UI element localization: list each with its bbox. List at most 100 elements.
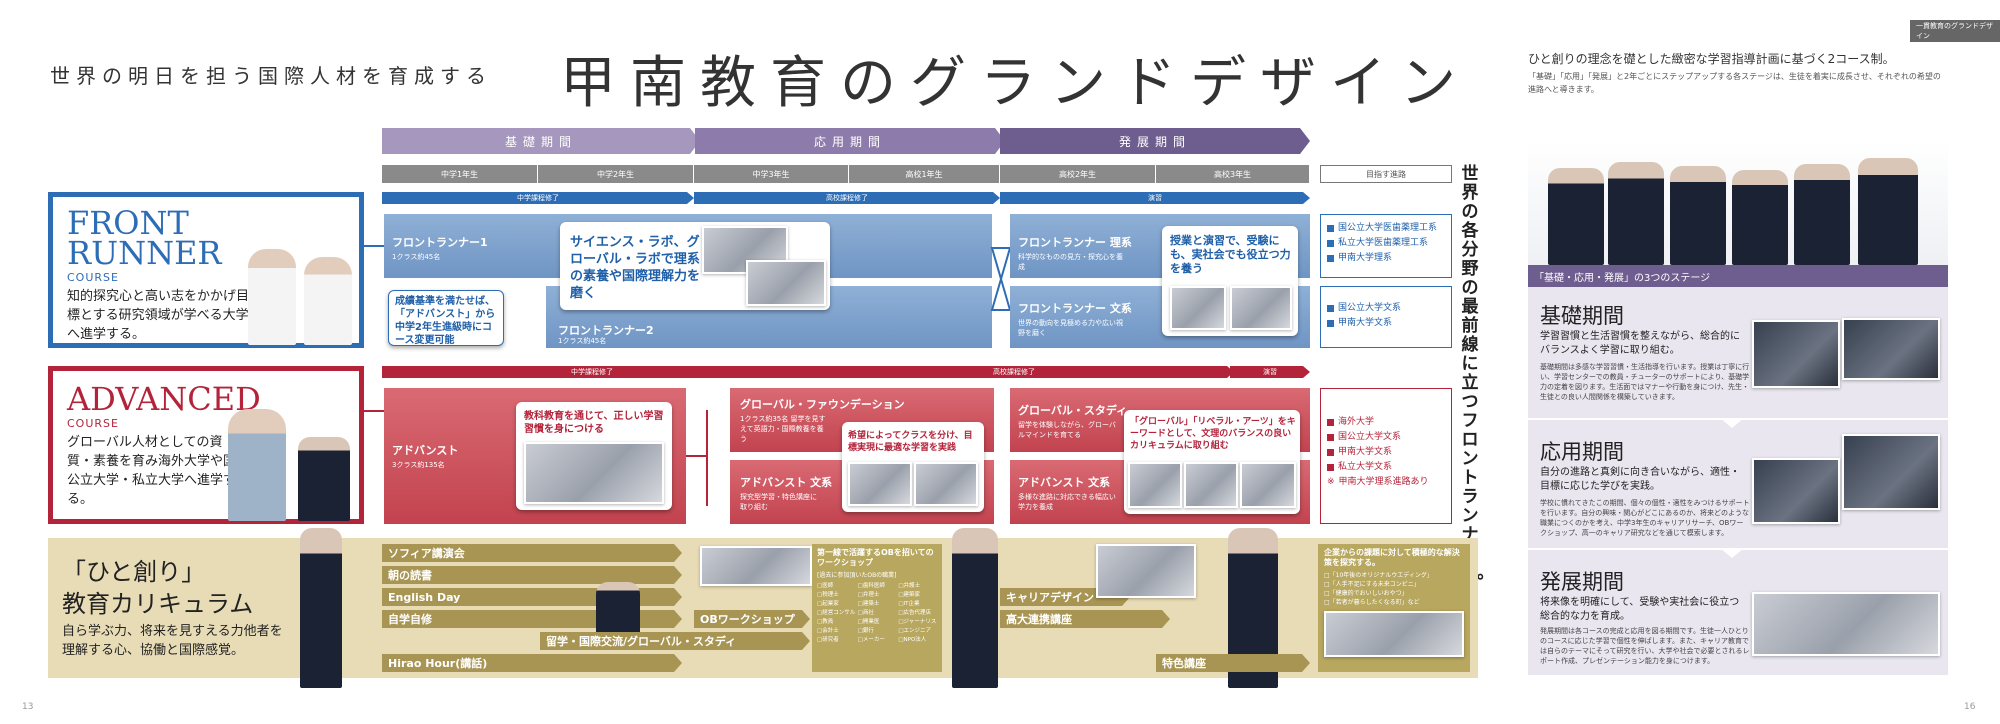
checkbox-square-icon: □ — [1324, 590, 1330, 597]
culture-photo — [1240, 462, 1296, 508]
class-photo — [1170, 286, 1226, 330]
ob-job-item: □医師 — [817, 582, 856, 590]
lab-photo — [746, 260, 826, 306]
lane-title: グローバル・スタディ — [1018, 404, 1128, 417]
class-photo — [848, 462, 912, 506]
curriculum-bar-hirao-hour: Hirao Hour(講話) — [382, 654, 682, 672]
checkbox-square-icon: □ — [817, 583, 823, 589]
goals-humanities: 国公立大学文系 甲南大学文系 — [1320, 286, 1452, 348]
advanced-bar-junior: 中学課程修了 — [382, 366, 802, 378]
advanced-bar-practice: 演習 — [1230, 366, 1310, 378]
checkbox-square-icon: □ — [857, 601, 863, 607]
ob-job-text: 開業医 — [862, 619, 880, 625]
goal-text: 国公立大学文系 — [1338, 303, 1402, 313]
checkbox-square-icon: □ — [898, 601, 904, 607]
intro-body: 「基礎」「応用」「発展」と2年ごとにステップアップする各ステージは、生徒を着実に… — [1528, 72, 1941, 94]
curriculum-intro: 「ひと創り」 教育カリキュラム 自ら学ぶ力、将来を見すえる力他者を理解する心、協… — [48, 538, 378, 678]
ob-job-text: IT企業 — [903, 601, 920, 607]
connector-line — [686, 455, 708, 457]
ob-job-item: □広告代理店 — [898, 609, 937, 617]
phase-label: 応用期間 — [813, 134, 886, 149]
ob-job-text: エンジニア — [903, 628, 932, 634]
company-box-title: 企業からの課題に対して積極的な解決策を探究する。 — [1324, 548, 1460, 567]
ob-job-text: 弁理士 — [862, 592, 880, 598]
ob-job-item: □起業家 — [817, 600, 856, 608]
connector-line — [706, 410, 708, 506]
goal-item: 海外大学 — [1327, 415, 1445, 430]
course-name-en: RUNNER — [67, 234, 222, 272]
goal-text: 国公立大学医歯薬理工系 — [1338, 223, 1438, 233]
front-bar-junior: 中学課程修了 — [382, 192, 694, 204]
ob-job-item: □メーカー — [858, 636, 897, 644]
connector-line — [364, 245, 384, 247]
phase-advanced: 発展期間 — [1000, 128, 1310, 154]
ob-job-item: □IT企業 — [898, 600, 937, 608]
ob-job-text: 銀行 — [862, 628, 874, 634]
ob-job-item: □税理士 — [817, 591, 856, 599]
ob-job-text: 広告代理店 — [903, 610, 932, 616]
checkbox-square-icon: □ — [898, 619, 904, 625]
class-photo — [1230, 286, 1292, 330]
company-item: □「若者が暮らしたくなる町」など — [1324, 598, 1464, 607]
goal-header: 目指す進路 — [1320, 165, 1452, 183]
ob-job-text: NPO法人 — [903, 637, 927, 643]
company-item-text: 「10年後のオリジナルウエディング」 — [1329, 572, 1433, 579]
ob-job-item: □ジャーナリスト — [898, 618, 937, 626]
lane-title: フロントランナー 文系 — [1018, 302, 1132, 315]
company-item: □「健康的でおいしいおやつ」 — [1324, 589, 1464, 598]
goal-text: 国公立大学文系 — [1338, 432, 1402, 442]
card-text: 希望によってクラスを分け、目標実現に最適な学習を実践 — [848, 431, 973, 453]
ob-job-text: 商社 — [862, 610, 874, 616]
page-title: 甲南教育のグランドデザイン — [560, 51, 1470, 116]
checkbox-square-icon: □ — [898, 592, 904, 598]
intro-title: ひと創りの理念を礎とした緻密な学習指導計画に基づく2コース制。 — [1528, 52, 1895, 66]
ob-workshop-box: 第一線で活躍するOBを招いてのワークショップ [過去に参加頂いたOBの職業] □… — [812, 544, 942, 672]
grade-header: 高校3年生 — [1156, 165, 1310, 183]
page-number-right: 16 — [1964, 702, 1976, 712]
grade-header: 高校1年生 — [849, 165, 1000, 183]
stage-body: 基礎期間は多感な学習習慣・生活指導を行います。授業は丁寧に行い、学習センターでの… — [1540, 363, 1750, 401]
grade-header: 中学3年生 — [694, 165, 849, 183]
front-runner-box: FRONT RUNNER COURSE 知的探究心と高い志をかかげ目標とする研究… — [48, 192, 364, 348]
note-text: 成績基準を満たせば、「アドバンスト」から中学2年生進級時にコース変更可能 — [395, 296, 496, 346]
checkbox-square-icon: □ — [817, 637, 823, 643]
lane-title: アドバンスト 文系 — [740, 476, 833, 489]
goal-item: 国公立大学文系 — [1327, 430, 1445, 445]
stage-photo — [1752, 592, 1940, 656]
card-text: 「グローバル」「リベラル・アーツ」をキーワードとして、文理のバランスの良いカリキ… — [1130, 417, 1296, 451]
ob-job-text: メーカー — [862, 637, 885, 643]
lane-title: グローバル・ファウンデーション — [740, 398, 905, 411]
goal-item: 甲南大学文系 — [1327, 316, 1445, 331]
goal-text: 私立大学文系 — [1338, 462, 1393, 472]
ob-job-text: 医師 — [822, 583, 834, 589]
ob-job-item: □歯科医師 — [858, 582, 897, 590]
practice-card: 授業と演習で、受験にも、実社会でも役立つ力を養う — [1162, 226, 1298, 336]
stage-body: 学校に慣れてきたこの期間、個々の個性・適性をみつけるサポートを行います。自分の興… — [1540, 499, 1750, 537]
checkbox-square-icon: □ — [857, 583, 863, 589]
lane-subtitle: 1クラス約45名 — [558, 337, 607, 345]
checkbox-square-icon: □ — [857, 610, 863, 616]
lane-title: フロントランナー1 — [392, 236, 488, 249]
curriculum-bar-lecture: ソフィア講演会 — [382, 544, 682, 562]
checkbox-square-icon: □ — [898, 583, 904, 589]
bullet-square-icon — [1327, 419, 1334, 426]
bullet-square-icon — [1327, 464, 1334, 471]
card-text: 授業と演習で、受験にも、実社会でも役立つ力を養う — [1170, 234, 1291, 275]
asterisk-icon: ※ — [1327, 477, 1335, 487]
lane-subtitle: 留学を体験しながら、グローバルマインドを育てる — [1018, 421, 1116, 439]
stage-lead: 自分の進路と真剣に向き合いながら、適性・目標に応じた学びを実践。 — [1540, 467, 1740, 492]
goals-science: 国公立大学医歯薬理工系 私立大学医歯薬理工系 甲南大学理系 — [1320, 214, 1452, 278]
checkbox-square-icon: □ — [857, 637, 863, 643]
ob-job-item: □経営コンサルタント — [817, 609, 856, 617]
company-items: □「10年後のオリジナルウエディング」□「人手不足にする未来コンビニ」□「健康的… — [1324, 571, 1464, 607]
goal-item: 国公立大学文系 — [1327, 301, 1445, 316]
goal-text: 甲南大学文系 — [1338, 447, 1393, 457]
ob-job-item: □弁理士 — [858, 591, 897, 599]
ob-job-item: □銀行 — [858, 627, 897, 635]
checkbox-square-icon: □ — [1324, 581, 1330, 588]
company-item-text: 「若者が暮らしたくなる町」など — [1329, 599, 1420, 606]
bullet-square-icon — [1327, 449, 1334, 456]
goal-text: 甲南大学理系進路あり — [1338, 477, 1429, 487]
course-name-en: ADVANCED — [67, 380, 261, 418]
curriculum-bar-ob-workshop: OBワークショップ — [694, 610, 810, 628]
